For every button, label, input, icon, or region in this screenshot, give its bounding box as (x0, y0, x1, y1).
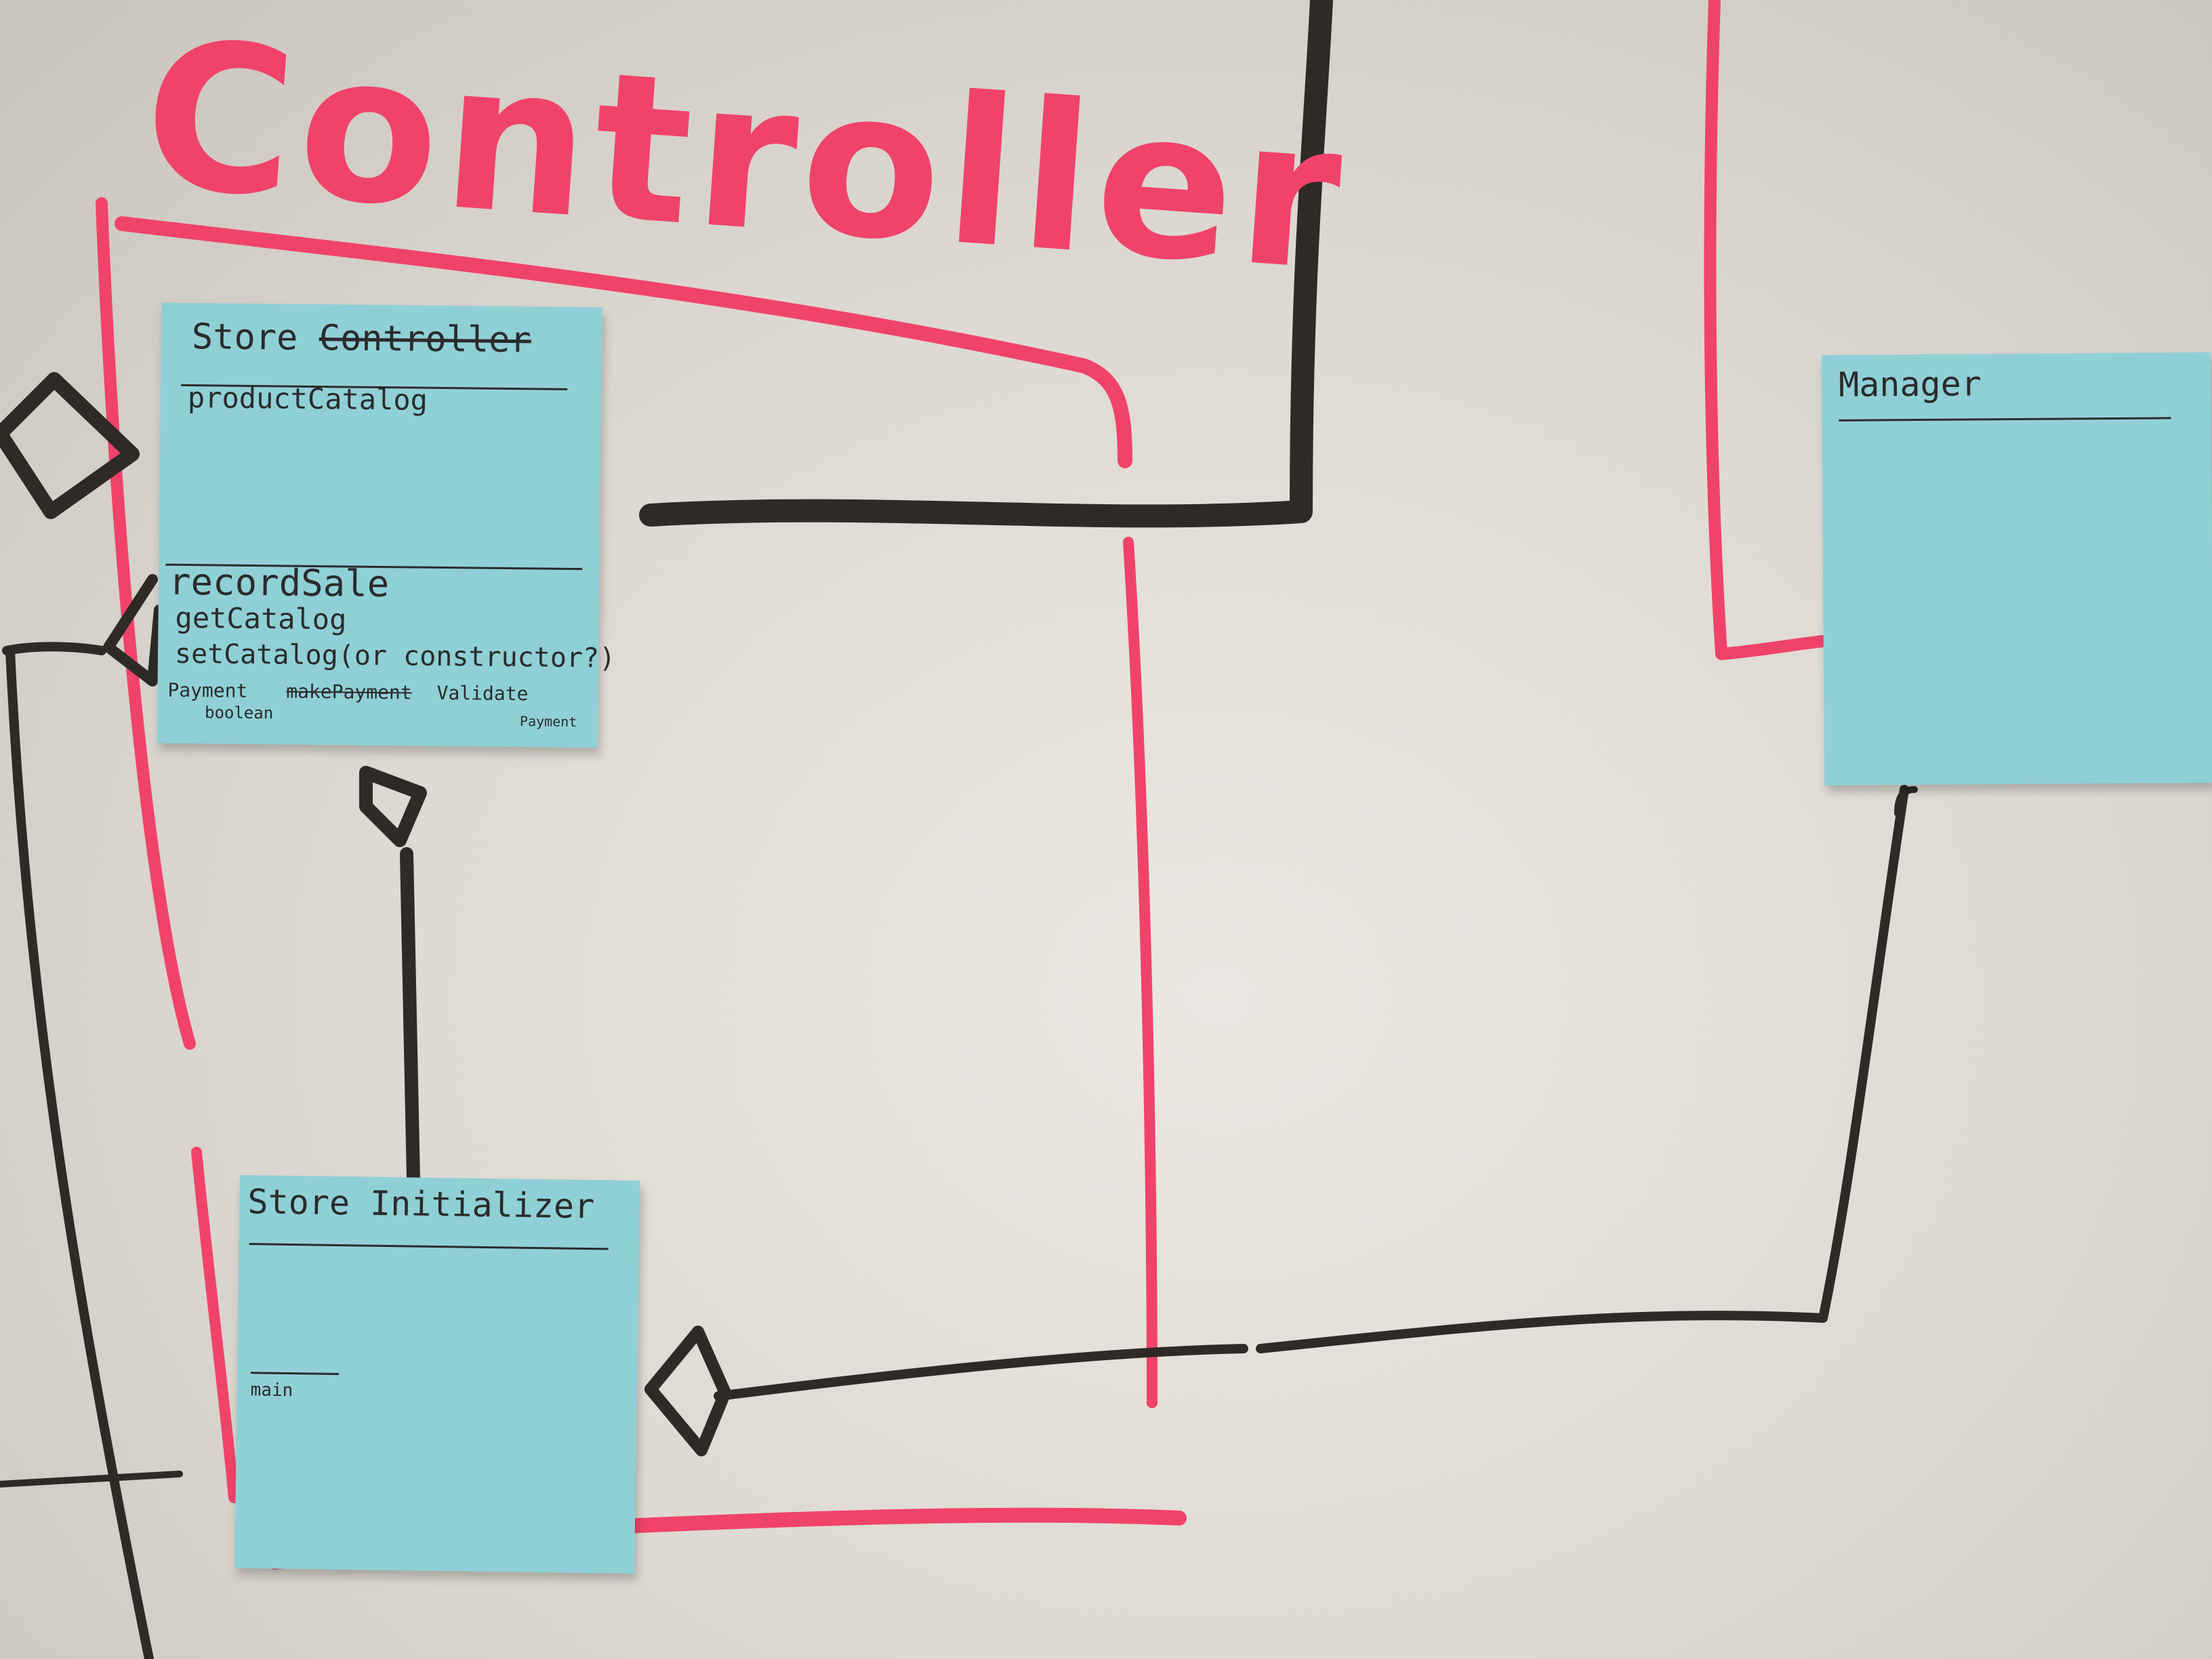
method-validate-payment: Payment (519, 713, 577, 731)
aggregation-diamond-left-icon (0, 372, 140, 519)
class-name-divider (249, 1243, 609, 1250)
controller-package-left-lower-line (191, 1147, 239, 1503)
method-validate: Validate (436, 681, 529, 705)
association-line-to-initializer (714, 1344, 1248, 1401)
manager-note: Manager (1821, 352, 2212, 785)
method-make-payment-struck: makePayment (286, 680, 412, 704)
method-record-sale: recordSale (168, 560, 390, 606)
manager-class-name: Manager (1838, 364, 1982, 405)
method-payment: Payment makePayment Validate (167, 679, 528, 705)
association-line-left-bottom (0, 1471, 183, 1488)
store-initializer-note: Store Initializer main (234, 1174, 640, 1574)
association-line-top-right (639, 0, 1333, 528)
controller-package-right-line (1123, 537, 1158, 1408)
store-controller-class-name: Store Controller (192, 316, 532, 361)
class-name-store: Store (191, 316, 298, 359)
aggregation-diamond-storecontroller-icon (103, 574, 165, 687)
association-line-initializer-to-controller (400, 847, 420, 1186)
controller-package-bottom-line (616, 1507, 1187, 1534)
attributes-divider (250, 1372, 340, 1375)
method-set-catalog: setCatalog(or constructor?) (174, 638, 616, 674)
method-return-type: boolean (204, 703, 274, 723)
controller-package-top-line (115, 216, 1132, 468)
method-main: main (250, 1380, 293, 1401)
class-name-divider (1839, 417, 2171, 422)
store-initializer-class-name: Store Initializer (247, 1182, 595, 1227)
attribute-product-catalog: productCatalog (187, 381, 428, 417)
aggregation-diamond-bottom-icon (359, 766, 427, 847)
association-hook-manager-icon (1894, 786, 1918, 817)
manager-package-line (1704, 0, 1836, 660)
class-name-controller-struck: Controller (319, 318, 532, 361)
store-controller-note: Store Controller productCatalog recordSa… (157, 302, 615, 748)
method-payment-label: Payment (167, 678, 248, 702)
inheritance-arrowhead-initializer-icon (644, 1326, 731, 1456)
method-get-catalog: getCatalog (175, 600, 347, 636)
association-line-left-vertical (2, 642, 154, 1659)
association-line-manager-to-initializer (1256, 785, 1909, 1353)
